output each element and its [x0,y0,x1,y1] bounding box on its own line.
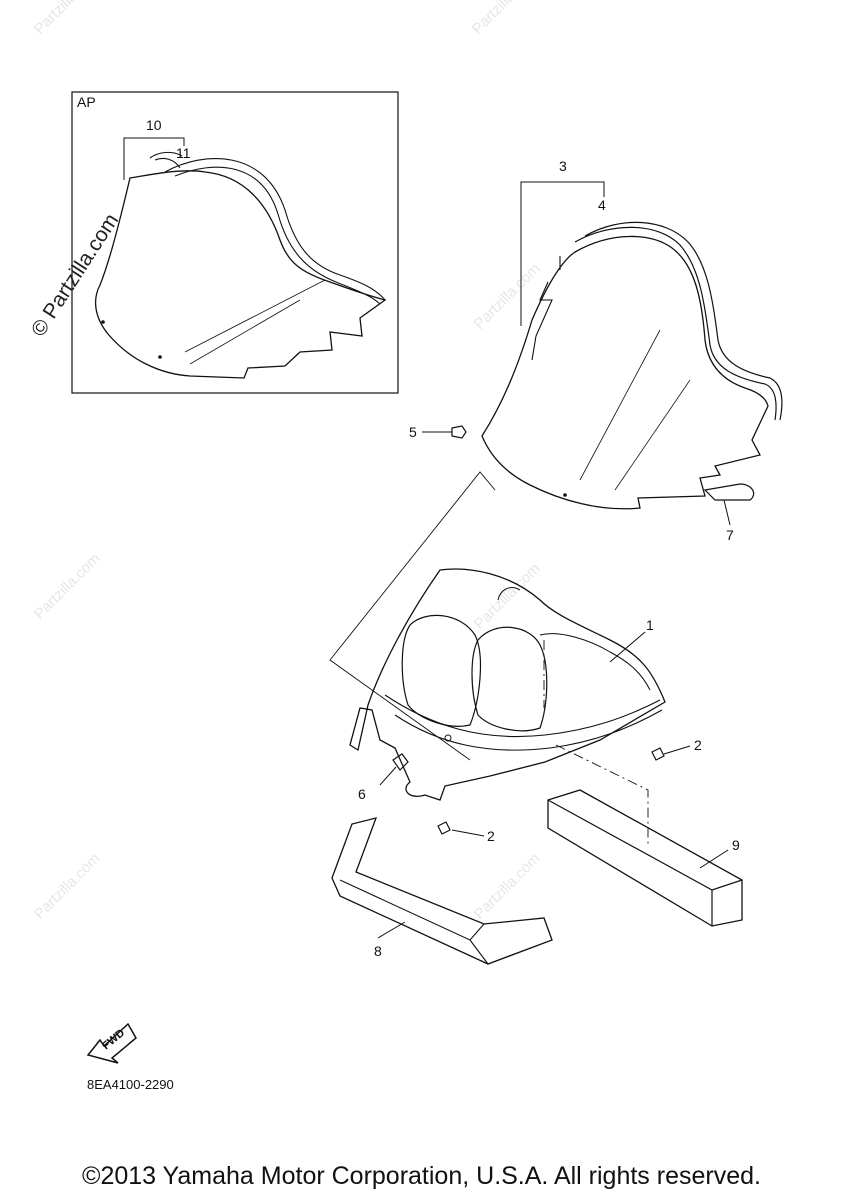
watermarks: Partzilla.com Partzilla.com Partzilla.co… [31,0,544,923]
fwd-arrow-icon: FWD [86,1022,137,1064]
watermark: Partzilla.com [31,0,104,38]
watermark: Partzilla.com [31,550,104,623]
cowl [349,568,666,801]
callout-10: 10 [146,117,162,133]
watermark: Partzilla.com [469,0,542,38]
seal-strip: 8 [331,817,553,965]
cowl-panel: 1 6 2 2 [349,568,702,844]
callout-11: 11 [176,145,191,161]
watermark: Partzilla.com [31,850,104,923]
windshield [481,235,769,510]
callout-5: 5 [409,424,417,440]
watermark: Partzilla.com [471,850,544,923]
watermark: Partzilla.com [471,260,544,333]
watermark: Partzilla.com [471,560,544,633]
callout-3: 3 [559,158,567,174]
foam-block: 9 [547,789,743,927]
inset-ap: AP 10 11 © Partzilla.com [27,91,399,394]
callout-2a: 2 [694,737,702,753]
callout-4: 4 [598,197,606,213]
callout-2b: 2 [487,828,495,844]
callout-7: 7 [726,527,734,543]
callout-6: 6 [358,786,366,802]
diagram-code: 8EA4100-2290 [87,1077,174,1092]
windshield-assembly: 3 4 5 7 [409,158,783,543]
callout-1: 1 [646,617,654,633]
inset-label: AP [77,94,96,110]
guide-lines [329,471,649,845]
watermark-main: © Partzilla.com [27,210,123,341]
callout-9: 9 [732,837,740,853]
inset-windshield [94,170,387,379]
callout-8: 8 [374,943,382,959]
copyright-notice: ©2013 Yamaha Motor Corporation, U.S.A. A… [82,1162,761,1190]
